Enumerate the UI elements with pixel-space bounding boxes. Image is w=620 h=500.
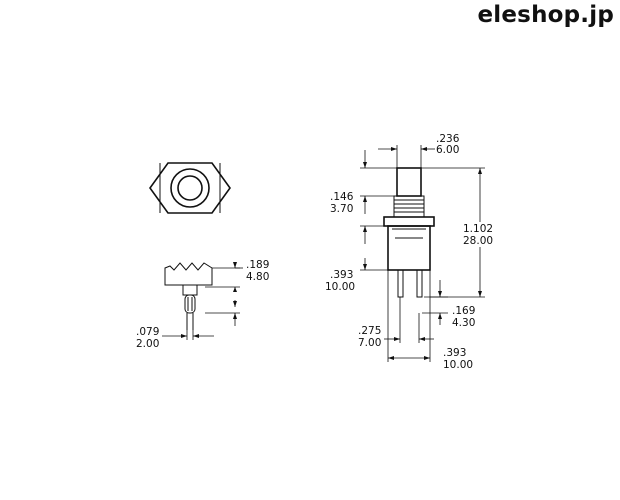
dim-pin-width-mm: 2.00 (136, 338, 159, 350)
dim-section-height-mm: 4.80 (246, 271, 269, 283)
dim-total-height-in: 1.102 (463, 223, 493, 235)
top-view-hex-nut (149, 162, 231, 214)
section-view (164, 262, 213, 330)
dim-terminal-pitch-mm: 7.00 (358, 337, 381, 349)
dim-section-height-in: .189 (246, 259, 269, 271)
dim-terminal-length-in: .169 (452, 305, 475, 317)
dimension-body-width (387, 270, 431, 362)
dim-cap-height-in: .146 (330, 191, 354, 203)
dim-body-height-in: .393 (330, 269, 353, 281)
dimension-cap-width (378, 145, 435, 168)
dimension-cap-height (360, 150, 397, 214)
dimension-section-height (205, 262, 243, 326)
dim-cap-height-mm: 3.70 (330, 203, 353, 215)
brand-logo[interactable]: eleshop.jp (477, 2, 614, 28)
dimension-body-height (360, 225, 398, 271)
dimension-pin-width (162, 325, 214, 340)
dimension-terminal-length (422, 280, 448, 325)
dim-terminal-length-mm: 4.30 (452, 317, 475, 329)
dimension-terminal-pitch (384, 297, 434, 343)
dim-body-width-mm: 10.00 (443, 359, 473, 371)
dim-cap-width-mm: 6.00 (436, 144, 459, 156)
dim-pin-width-in: .079 (136, 326, 159, 338)
side-view-switch (383, 167, 435, 298)
dim-body-width-in: .393 (443, 347, 466, 359)
dim-terminal-pitch-in: .275 (358, 325, 381, 337)
dim-total-height-mm: 28.00 (463, 235, 493, 247)
dim-body-height-mm: 10.00 (325, 281, 355, 293)
dim-cap-width-in: .236 (436, 133, 460, 145)
